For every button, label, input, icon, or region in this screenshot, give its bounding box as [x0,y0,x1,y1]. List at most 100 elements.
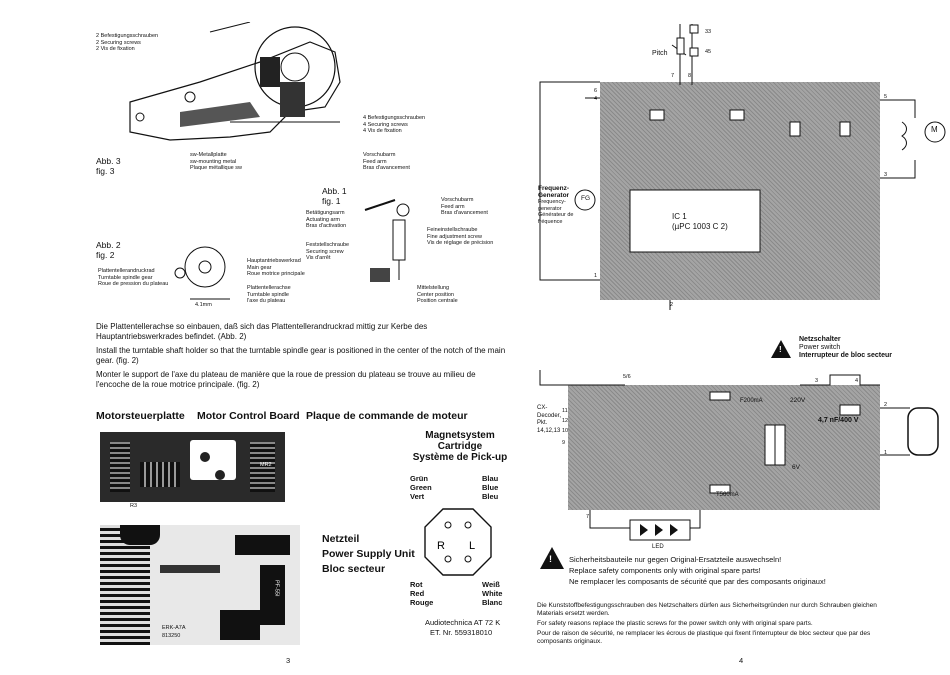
node-8: 8 [688,73,692,79]
node-45: 45 [705,49,712,55]
node-7-psu: 7 [586,514,590,520]
main-gear-en: Main gear [247,264,272,271]
warning-triangle-icon [771,340,791,358]
sw-plate-fr: Plaque métallique sw [190,165,242,171]
color-red-en: Red [410,589,425,598]
feed-arm-en: Feed arm [441,203,465,210]
fuse-1: F200mA [740,398,763,404]
motor-symbol-icon: M [931,125,938,134]
node-7: 7 [671,73,675,79]
cartridge-title-fr: Système de Pick-up [412,452,508,463]
screws2-fr: 2 Vis de fixation [96,46,135,52]
pitch-label: Pitch [652,50,668,57]
node-5: 5 [884,94,888,100]
fine-adj-fr: Vis de réglage de précision [427,240,494,246]
fine-adj-en: Fine adjustment screw [427,233,483,240]
power-switch-de: Netzschalter [799,336,841,343]
spindle-de: Plattentellerachse [247,285,291,291]
psu-fr: Bloc secteur [322,563,386,575]
cartridge-model: Audiotechnica AT 72 K [425,618,501,627]
set-screw-en: Securing screw [306,248,344,255]
para-fr: Monter le support de l'axe du plateau de… [96,370,476,389]
set-screw-fr: Vis d'arrêt [306,255,331,261]
cartridge-pin-diagram: R L [424,508,492,576]
node-1-psu: 1 [884,450,888,456]
screws4-fr: 4 Vis de fixation [363,128,402,134]
page-number-left: 3 [286,656,291,665]
warn-de: Sicherheitsbauteile nur gegen Original-E… [569,555,782,564]
color-white-fr: Blanc [482,598,503,607]
fg-en-2: generator [538,205,562,212]
pcb-label-mr2: MR2 [260,462,272,468]
voltage-6: 6V [792,464,800,471]
mechanism-drawing-fig1 [364,199,410,282]
spindle-en: Turntable spindle [247,291,289,298]
feed-arm-top-en: Feed arm [363,158,387,165]
node-11: 11 [562,408,568,414]
cartridge-part-no: ET. Nr. 559318010 [430,628,493,637]
node-10: 10 [562,428,569,434]
node-3-psu: 3 [815,378,819,384]
svg-text:R: R [437,540,445,552]
fg-en-1: Frequency- [538,199,566,205]
psu-en: Power Supply Unit [322,548,415,560]
actuating-arm-fr: Bras d'activation [306,223,347,229]
pcb-label-code: ERK-A7A [162,625,186,631]
voltage-220: 220V [790,397,806,404]
screws2-de: 2 Befestigungsschrauben [96,33,159,39]
motor-header-en: Motor Control Board [197,410,300,422]
actuating-arm-en: Actuating arm [306,216,340,223]
gear-drawing-fig2 [174,246,230,300]
pcb-label-pf55: PF-55I [273,579,280,597]
pcb-label-no: 813250 [162,633,181,639]
color-green-de: Grün [410,474,428,483]
fg-fr-1: Générateur de [538,212,574,218]
idler-de: Plattentellerandruckrad [98,268,155,274]
foot-en: For safety reasons replace the plastic s… [537,620,813,627]
abb2-label: Abb. 2 [96,240,121,250]
feed-arm-top-de: Vorschubarm [363,152,396,158]
motor-header-fr: Plaque de commande de moteur [306,410,468,422]
cartridge-title-de: Magnetsystem [425,430,495,441]
warn-en: Replace safety components only with orig… [569,566,761,575]
power-switch-en: Power switch [799,344,841,351]
foot-de: Die Kunststoffbefestigungsschrauben des … [537,602,877,617]
mechanism-drawing-fig3 [129,22,341,141]
cx-2: Decoder, [537,412,562,419]
node-5-6: 5/6 [623,374,631,380]
color-red-de: Rot [410,580,423,589]
cx-4: 14,12,13 [537,427,561,434]
fuse-2: T560mA [716,492,739,498]
node-2: 2 [670,302,674,308]
node-1: 1 [594,273,598,279]
spindle-fr: l'axe du plateau [247,298,286,304]
power-switch-fr: Interrupteur de bloc secteur [799,352,892,359]
cap-value: 4,7 nF/400 V [818,417,859,424]
main-gear-de: Hauptantriebswerkrad [247,258,301,264]
power-supply-pcb: PF-55I ERK-A7A 813250 [100,525,300,645]
feed-arm-de: Vorschubarm [441,197,474,203]
psu-de: Netzteil [322,533,360,545]
node-6: 6 [594,88,598,94]
node-33: 33 [705,29,712,35]
fig2-label: fig. 2 [96,249,115,260]
fig3-label: fig. 3 [96,165,115,176]
warning-triangle-icon-2 [540,547,564,569]
cx-1: CX- [537,405,548,411]
led-label: LED [652,544,664,550]
fig1-label: fig. 1 [322,195,341,206]
screws4-en: 4 Securing screws [363,121,408,128]
actuating-arm-de: Betätigungsarm [306,210,345,216]
node-4-psu: 4 [855,378,859,384]
svg-text:L: L [469,540,475,552]
color-green-en: Green [410,483,432,492]
pcb-label-r3: R3 [130,503,138,509]
node-2-psu: 2 [884,402,888,408]
set-screw-de: Feststellschraube [306,242,350,248]
center-pos-en: Center position [417,291,454,298]
cartridge-title-en: Cartridge [437,441,483,452]
fg-symbol-icon: FG [581,195,591,202]
ic-part: (µPC 1003 C 2) [672,222,728,231]
node-12: 12 [562,418,569,424]
page-number-right: 4 [739,656,744,665]
